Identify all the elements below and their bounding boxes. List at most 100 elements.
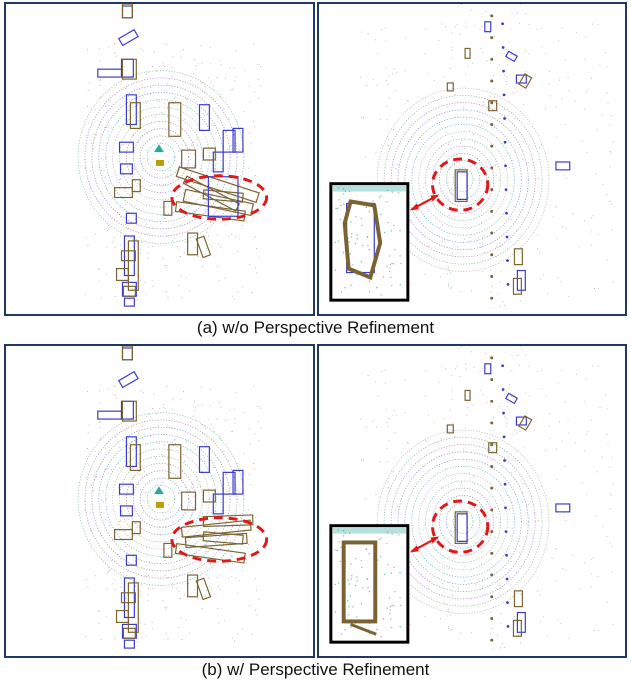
point (145, 150, 147, 152)
point (387, 139, 389, 141)
point (519, 209, 521, 211)
point (201, 404, 203, 406)
point (128, 105, 130, 107)
pred-box (202, 147, 216, 161)
point (581, 140, 583, 142)
point (245, 562, 247, 564)
point (136, 527, 138, 529)
point (449, 509, 451, 511)
point (470, 507, 472, 509)
inset-ring (332, 527, 406, 534)
point (166, 517, 168, 519)
point (473, 475, 475, 477)
point (139, 146, 141, 148)
point (220, 64, 222, 66)
point (505, 568, 507, 570)
point (508, 167, 510, 169)
pred-box (121, 400, 137, 422)
point (585, 91, 587, 93)
bbox-rect (121, 4, 133, 19)
point (442, 583, 444, 585)
bbox-rect (121, 281, 137, 297)
pred-box (127, 240, 139, 291)
point (528, 395, 530, 397)
point (119, 467, 121, 469)
point (156, 70, 158, 73)
point (485, 353, 487, 355)
bbox-rect (184, 532, 248, 549)
point (359, 418, 361, 420)
pole-point (490, 122, 494, 126)
point (164, 232, 166, 234)
point (516, 90, 518, 92)
point (564, 59, 566, 61)
point (170, 427, 172, 429)
point (459, 375, 461, 377)
point (510, 218, 512, 221)
point (493, 467, 495, 469)
point (109, 569, 111, 571)
point (187, 582, 190, 584)
point (87, 586, 89, 588)
pred-box (120, 592, 136, 604)
point (108, 46, 110, 48)
point (211, 423, 213, 425)
lidar-ring (98, 434, 224, 564)
inset-point (350, 626, 352, 628)
point (499, 179, 501, 181)
bbox-rect (163, 200, 173, 216)
point (539, 488, 541, 491)
point (549, 437, 551, 439)
point (201, 266, 203, 268)
point (131, 630, 133, 632)
point (84, 509, 86, 512)
point (514, 459, 516, 461)
point (451, 594, 454, 596)
bbox-rect (484, 21, 492, 33)
point (489, 185, 491, 187)
point (397, 506, 399, 508)
point (464, 363, 466, 365)
inset-point (342, 530, 345, 532)
point (258, 439, 260, 441)
point (409, 282, 411, 284)
point (244, 69, 246, 71)
pred-box (446, 82, 454, 92)
point (185, 583, 187, 585)
lidar-ring (411, 124, 515, 236)
point (231, 575, 233, 577)
point (184, 144, 186, 146)
point (190, 486, 192, 488)
bbox-rect (515, 416, 527, 426)
point (171, 186, 173, 188)
point (230, 213, 232, 215)
point (178, 590, 180, 592)
point (528, 162, 530, 164)
point (494, 536, 496, 538)
point (486, 507, 488, 509)
point (565, 178, 567, 180)
point (163, 172, 165, 175)
point (610, 115, 612, 117)
point (591, 231, 593, 233)
point (172, 179, 174, 181)
point (606, 66, 608, 68)
point (100, 297, 102, 299)
point (479, 28, 481, 30)
point (119, 178, 122, 180)
point (171, 66, 173, 68)
pred-box (121, 58, 137, 80)
point (242, 225, 244, 227)
inset-point (393, 263, 395, 265)
point (194, 247, 196, 249)
point (185, 99, 187, 101)
pole-point (505, 235, 509, 239)
gt-box (222, 129, 236, 153)
bbox-rect (125, 554, 137, 566)
point (185, 98, 187, 100)
point (163, 183, 165, 186)
point (192, 483, 194, 485)
point (471, 632, 473, 634)
point (257, 79, 259, 81)
point (137, 484, 140, 486)
